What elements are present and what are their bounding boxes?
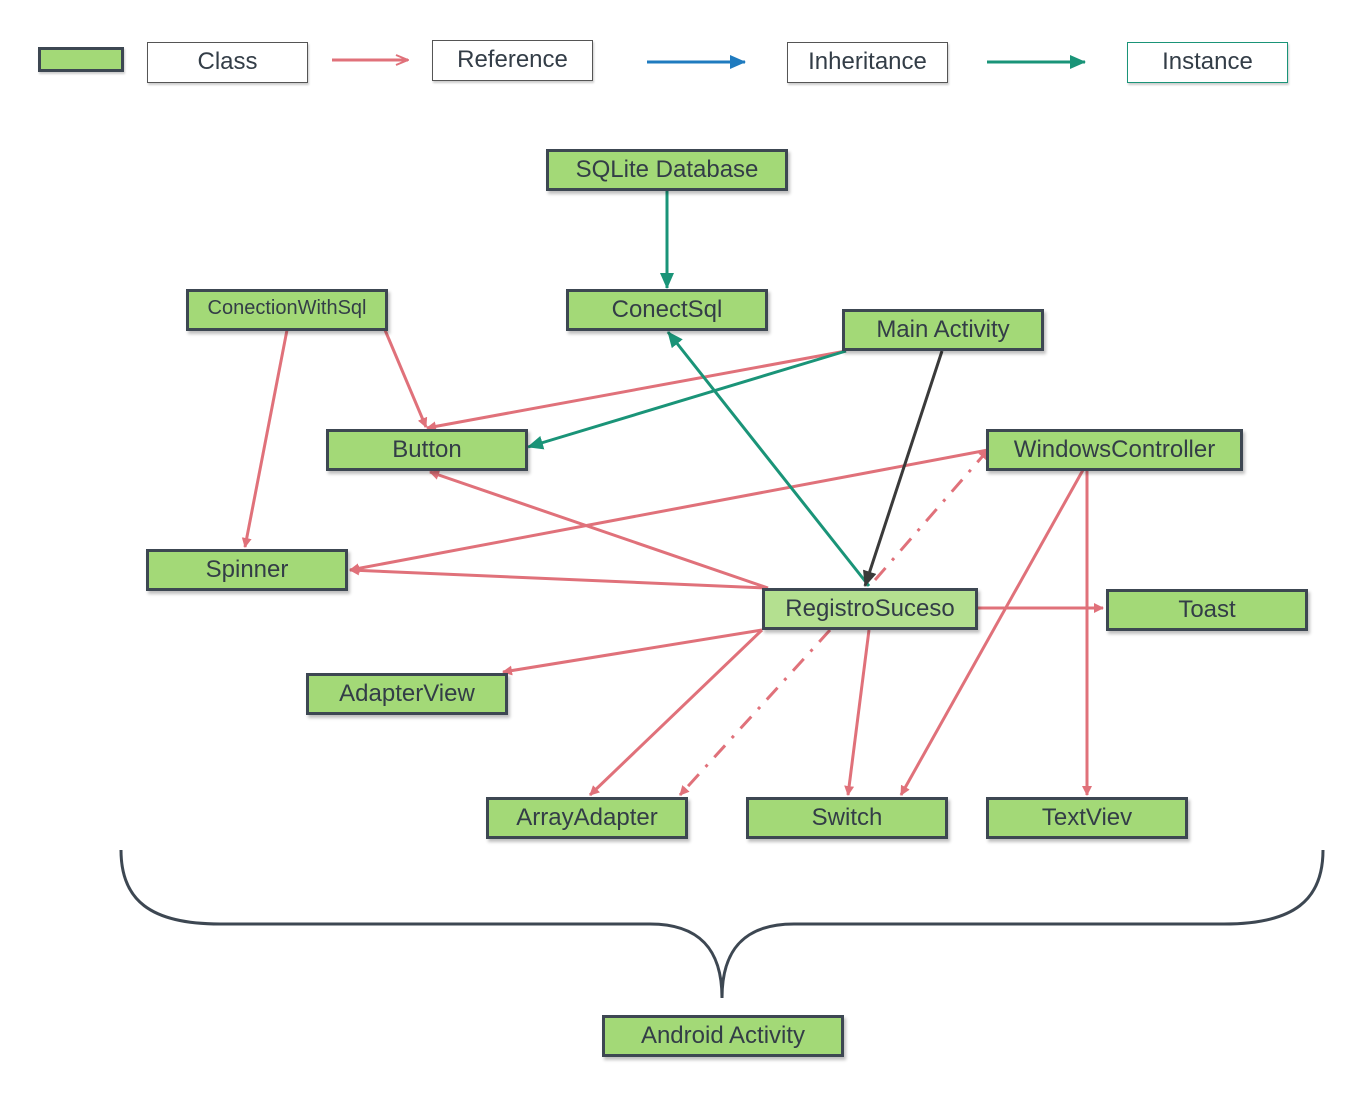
node-adapter-view: AdapterView bbox=[306, 673, 508, 715]
edge-windowscontroller-switch bbox=[899, 469, 1085, 796]
legend-class-label: Class bbox=[147, 42, 308, 83]
edge-registro-adapterview bbox=[502, 628, 763, 676]
android-activity-brace bbox=[119, 849, 1325, 999]
edge-registro-spinner bbox=[349, 565, 766, 590]
edge-windowscontroller-spinner bbox=[349, 448, 989, 574]
edge-mainactivity-button-ref bbox=[426, 349, 847, 432]
edge-mainactivity-registro bbox=[863, 350, 944, 587]
node-array-adapter: ArrayAdapter bbox=[486, 797, 688, 839]
legend-class-swatch bbox=[38, 47, 124, 72]
edge-registro-button bbox=[429, 470, 769, 590]
node-android-activity: Android Activity bbox=[602, 1015, 844, 1057]
edge-registro-conectsql bbox=[666, 331, 871, 587]
node-toast: Toast bbox=[1106, 589, 1308, 631]
edge-registro-windowscontroller-dashdot bbox=[873, 449, 990, 581]
edge-registro-switch bbox=[844, 629, 871, 796]
node-switch: Switch bbox=[746, 797, 948, 839]
node-conectsql: ConectSql bbox=[566, 289, 768, 331]
node-spinner: Spinner bbox=[146, 549, 348, 591]
legend-instance-label: Instance bbox=[1127, 42, 1288, 83]
node-windows-controller: WindowsController bbox=[986, 429, 1243, 471]
node-conection-with-sql: ConectionWithSql bbox=[186, 289, 388, 331]
node-button: Button bbox=[326, 429, 528, 471]
node-text-viev: TextViev bbox=[986, 797, 1188, 839]
edge-conectionwithsql-spinner bbox=[241, 329, 289, 548]
node-registro-suceso: RegistroSuceso bbox=[762, 588, 978, 630]
edge-conectionwithsql-button bbox=[383, 329, 428, 428]
node-sqlite-database: SQLite Database bbox=[546, 149, 788, 191]
legend-reference-label: Reference bbox=[432, 40, 593, 81]
edge-registro-arrayadapter bbox=[588, 628, 764, 797]
node-main-activity: Main Activity bbox=[842, 309, 1044, 351]
edge-mainactivity-button-inst bbox=[527, 349, 847, 450]
edge-registro-arrayadapter-dashdot bbox=[678, 628, 832, 797]
legend-inheritance-label: Inheritance bbox=[787, 42, 948, 83]
